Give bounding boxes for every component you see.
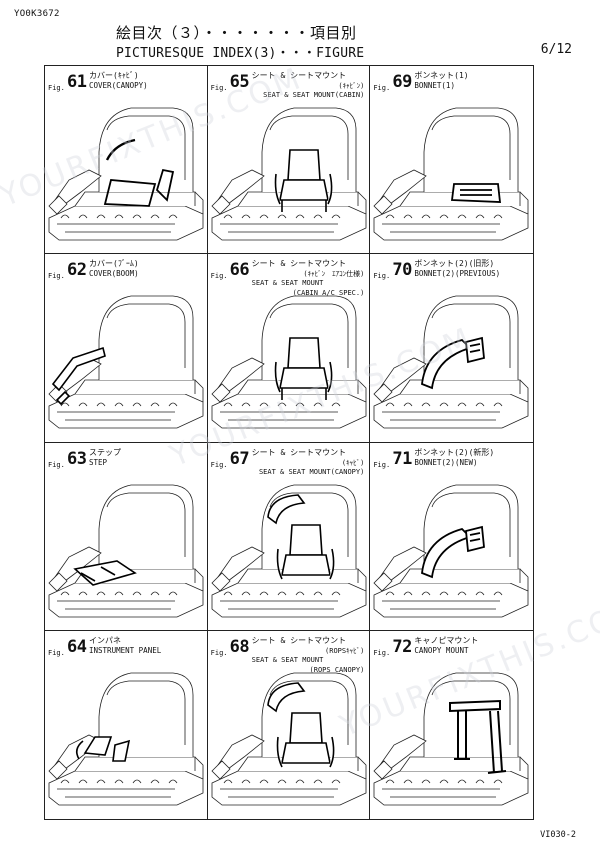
figure-index-grid: Fig. 61 カバー(ｷｬﾋﾞ) COVER(CANOPY) Fig. 65 … bbox=[44, 65, 534, 820]
fig-label: Fig. bbox=[48, 648, 65, 657]
excavator-seat-canopy-illustration bbox=[211, 484, 367, 617]
figure-number: 63 bbox=[67, 448, 87, 469]
figure-cell-63[interactable]: Fig. 63 ステップ STEP bbox=[45, 442, 208, 631]
figure-cell-71[interactable]: Fig. 71 ボンネット(2)(新形) BONNET(2)(NEW) bbox=[370, 443, 533, 631]
figure-caption-en: SEAT & SEAT MOUNT(CANOPY) bbox=[258, 467, 365, 476]
fig-label: Fig. bbox=[210, 84, 228, 92]
figure-cell-64[interactable]: Fig. 64 インパネ INSTRUMENT PANEL bbox=[45, 630, 208, 819]
excavator-bonnet-1-illustration bbox=[373, 107, 529, 241]
figure-caption-en-sub: (CABIN A/C SPEC.) bbox=[292, 289, 365, 298]
excavator-cover-canopy-illustration bbox=[48, 107, 204, 241]
figure-caption-en: COVER(BOOM) bbox=[89, 269, 139, 279]
figure-caption-en: BONNET(1) bbox=[414, 81, 455, 90]
figure-cell-62[interactable]: Fig. 62 カバー(ﾌﾞｰﾑ) COVER(BOOM) bbox=[45, 254, 208, 443]
figure-cell-67[interactable]: Fig. 67 シート & シートマウント (ｷｬﾋﾞ) SEAT & SEAT… bbox=[207, 442, 371, 631]
figure-caption-en: SEAT & SEAT MOUNT(CABIN) bbox=[263, 91, 365, 99]
document-code: YO0K3672 bbox=[14, 9, 60, 19]
fig-label: Fig. bbox=[210, 648, 228, 657]
figure-caption-en: INSTRUMENT PANEL bbox=[89, 645, 162, 655]
figure-cell-72[interactable]: Fig. 72 キャノピマウント CANOPY MOUNT bbox=[370, 631, 533, 819]
figure-caption-jp-sub: (ｷｬﾋﾞﾝ) bbox=[338, 82, 365, 90]
figure-number: 67 bbox=[229, 448, 250, 469]
figure-cell-68[interactable]: Fig. 68 シート & シートマウント (ROPSｷｬﾋﾞ) SEAT & … bbox=[208, 630, 371, 819]
excavator-seat-cabin-ac-illustration bbox=[211, 295, 367, 429]
figure-caption-jp: シート & シートマウント bbox=[251, 259, 347, 269]
figure-caption-en: BONNET(2)(PREVIOUS) bbox=[414, 269, 501, 279]
figure-caption-jp: シート & シートマウント bbox=[251, 635, 347, 645]
figure-number: 68 bbox=[229, 636, 250, 657]
figure-caption-jp: カバー(ﾌﾞｰﾑ) bbox=[89, 259, 139, 269]
figure-caption-en-sub: (ROPS CANOPY) bbox=[309, 665, 365, 674]
figure-number: 66 bbox=[229, 260, 250, 281]
figure-cell-70[interactable]: Fig. 70 ボンネット(2)(旧形) BONNET(2)(PREVIOUS) bbox=[370, 254, 533, 443]
figure-caption-en: SEAT & SEAT MOUNT bbox=[251, 279, 324, 288]
figure-caption-en: BONNET(2)(NEW) bbox=[414, 457, 478, 467]
excavator-step-illustration bbox=[48, 484, 204, 617]
figure-number: 61 bbox=[67, 72, 87, 92]
figure-number: 62 bbox=[67, 260, 87, 281]
fig-label: Fig. bbox=[210, 272, 228, 281]
fig-label: Fig. bbox=[210, 460, 228, 469]
figure-caption-jp: ボンネット(2)(旧形) bbox=[414, 259, 495, 269]
figure-caption-en: STEP bbox=[89, 457, 108, 467]
figure-caption-jp: ステップ bbox=[89, 447, 121, 457]
figure-number: 65 bbox=[229, 72, 250, 92]
fig-label: Fig. bbox=[373, 84, 391, 92]
excavator-bonnet-2-previous-illustration bbox=[373, 295, 529, 429]
figure-caption-jp: インパネ bbox=[89, 635, 121, 645]
figure-cell-61[interactable]: Fig. 61 カバー(ｷｬﾋﾞ) COVER(CANOPY) bbox=[45, 66, 208, 255]
page-title-english: PICTURESQUE INDEX(3)・・・FIGURE bbox=[116, 46, 365, 61]
figure-caption-en: COVER(CANOPY) bbox=[89, 81, 148, 90]
figure-cell-65[interactable]: Fig. 65 シート & シートマウント (ｷｬﾋﾞﾝ) SEAT & SEA… bbox=[207, 66, 371, 255]
excavator-seat-cabin-illustration bbox=[211, 107, 367, 241]
figure-caption-jp: ボンネット(1) bbox=[414, 71, 469, 80]
fig-label: Fig. bbox=[48, 460, 65, 469]
figure-number: 70 bbox=[392, 260, 412, 281]
figure-number: 71 bbox=[392, 448, 412, 469]
figure-caption-jp: ボンネット(2)(新形) bbox=[414, 447, 495, 457]
page-number: 6/12 bbox=[540, 42, 572, 57]
page-title-japanese: 絵目次（３）・・・・・・・項目別 bbox=[116, 24, 357, 42]
fig-label: Fig. bbox=[373, 648, 391, 657]
fig-label: Fig. bbox=[373, 460, 391, 469]
figure-caption-jp-sub: (ｷｬﾋﾞ) bbox=[341, 458, 365, 467]
figure-cell-69[interactable]: Fig. 69 ボンネット(1) BONNET(1) bbox=[370, 66, 533, 255]
fig-label: Fig. bbox=[48, 84, 65, 92]
figure-number: 69 bbox=[392, 72, 412, 92]
figure-caption-jp: カバー(ｷｬﾋﾞ) bbox=[89, 71, 139, 80]
figure-number: 64 bbox=[67, 636, 87, 657]
figure-caption-jp: キャノピマウント bbox=[414, 635, 479, 645]
excavator-bonnet-2-new-illustration bbox=[373, 484, 529, 617]
fig-label: Fig. bbox=[48, 272, 65, 281]
excavator-cover-boom-illustration bbox=[48, 295, 204, 429]
footer-code: VI030-2 bbox=[540, 830, 576, 840]
figure-cell-66[interactable]: Fig. 66 シート & シートマウント (ｷｬﾋﾞﾝ ｴｱｺﾝ仕様) SEA… bbox=[207, 254, 371, 443]
figure-caption-jp: シート & シートマウント bbox=[251, 71, 347, 80]
figure-caption-jp-sub: (ｷｬﾋﾞﾝ ｴｱｺﾝ仕様) bbox=[303, 270, 365, 279]
figure-number: 72 bbox=[392, 636, 412, 657]
fig-label: Fig. bbox=[373, 272, 391, 281]
figure-caption-en: SEAT & SEAT MOUNT bbox=[251, 655, 324, 664]
figure-caption-jp: シート & シートマウント bbox=[251, 447, 347, 457]
excavator-instrument-panel-illustration bbox=[48, 672, 204, 806]
figure-caption-jp-sub: (ROPSｷｬﾋﾞ) bbox=[325, 646, 365, 655]
excavator-canopy-mount-illustration bbox=[373, 672, 529, 806]
figure-caption-en: CANOPY MOUNT bbox=[414, 645, 469, 655]
excavator-seat-rops-canopy-illustration bbox=[211, 672, 367, 806]
